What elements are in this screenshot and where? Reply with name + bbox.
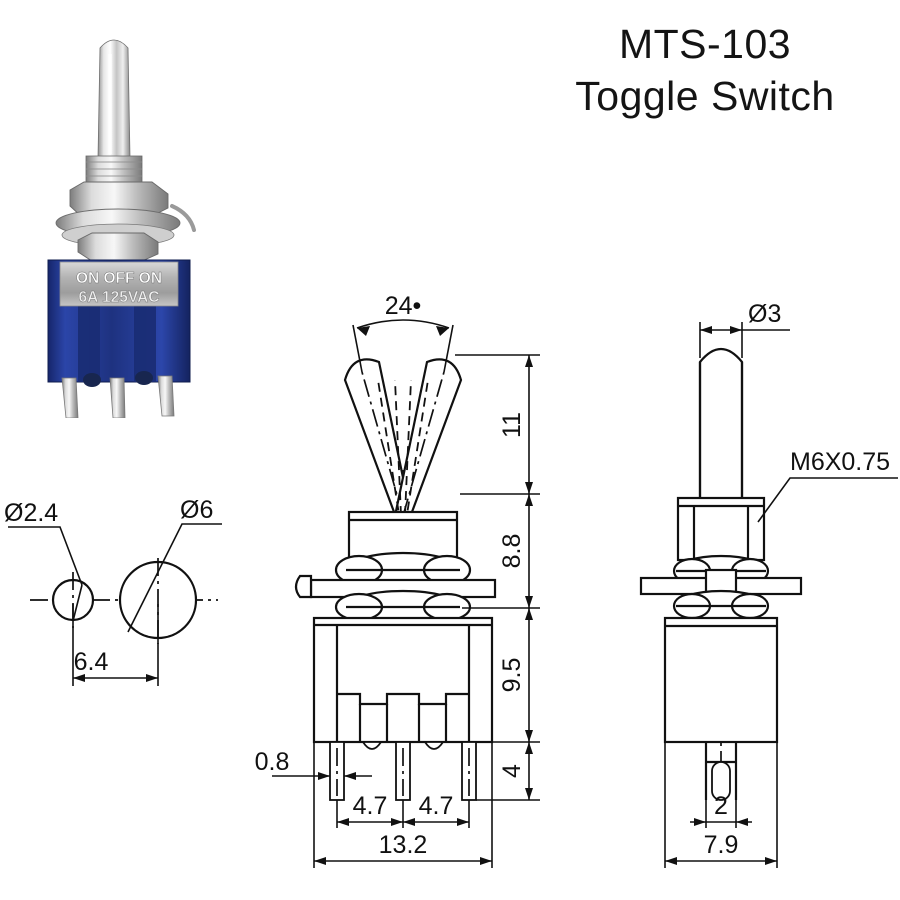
title-line-model: MTS-103 bbox=[618, 21, 792, 67]
view-front-elevation: 24• bbox=[255, 292, 540, 868]
label-center-distance: 6.4 bbox=[74, 648, 109, 676]
arrow-width-right bbox=[480, 857, 492, 865]
arrow-dia3-left bbox=[700, 326, 712, 334]
dim-slot-width: 2 bbox=[690, 792, 752, 828]
arrow-v-5 bbox=[525, 608, 533, 620]
page-title: MTS-103 Toggle Switch bbox=[520, 18, 890, 122]
small-hole-leader bbox=[8, 526, 83, 586]
large-hole-leader bbox=[127, 523, 222, 633]
dim-pin-pitch: 4.7 4.7 bbox=[336, 792, 470, 828]
photo-lower-nut bbox=[77, 232, 159, 262]
dim-toggle-angle: 24• bbox=[352, 292, 454, 373]
notch-right bbox=[423, 741, 445, 750]
arrow-v-3 bbox=[525, 494, 533, 506]
label-body-height: 9.5 bbox=[498, 658, 526, 693]
arrow-pitch-d bbox=[457, 818, 469, 826]
label-pin-length: 4 bbox=[498, 764, 526, 778]
front-switch-body bbox=[312, 616, 494, 744]
arrow-6p4-right bbox=[146, 674, 158, 682]
angle-ext-right bbox=[443, 324, 454, 373]
dim-body-width: 13.2 bbox=[313, 742, 493, 868]
arrow-pitch-a bbox=[337, 818, 349, 826]
angle-arc bbox=[356, 319, 450, 329]
label-small-hole-dia: Ø2.4 bbox=[4, 499, 58, 527]
dim-pin-thickness: 0.8 bbox=[255, 748, 372, 780]
arrow-width-left bbox=[314, 857, 326, 865]
arrow-v-8 bbox=[525, 788, 533, 800]
product-photo-svg: ON OFF ON 6A 125VAC bbox=[47, 39, 196, 419]
title-line-type: Toggle Switch bbox=[575, 73, 835, 119]
side-lever bbox=[698, 347, 744, 502]
photo-lever bbox=[97, 39, 131, 159]
arrow-depth-left bbox=[665, 857, 677, 865]
notch-left bbox=[361, 741, 383, 750]
photo-body: ON OFF ON 6A 125VAC bbox=[47, 259, 191, 383]
arrow-pitch-b bbox=[391, 818, 403, 826]
arrow-v-2 bbox=[525, 482, 533, 494]
arrow-6p4-left bbox=[73, 674, 85, 682]
arrow-pitch-c bbox=[403, 818, 415, 826]
arrow-v-1 bbox=[525, 355, 533, 367]
side-lock-washer bbox=[639, 568, 803, 602]
label-pin-thickness: 0.8 bbox=[255, 748, 290, 776]
arrow-0p8-left bbox=[318, 772, 330, 780]
view-side-elevation: Ø3 M6X0.75 bbox=[639, 300, 898, 868]
dim-vertical-chain: 11 8.8 9.5 4 bbox=[455, 354, 540, 801]
photo-label-rating: 6A 125VAC bbox=[79, 289, 160, 306]
label-body-depth: 7.9 bbox=[704, 831, 739, 859]
front-terminal-pins bbox=[329, 741, 477, 801]
photo-label-on-off-on: ON OFF ON bbox=[76, 270, 162, 287]
label-slot-width: 2 bbox=[714, 792, 728, 820]
small-hole-leader-tail bbox=[72, 584, 83, 622]
label-lever-height: 11 bbox=[498, 412, 526, 438]
view-hole-pattern: Ø2.4 Ø6 6.4 bbox=[4, 496, 222, 686]
arrow-slot-right bbox=[736, 818, 748, 826]
angle-arrow-left bbox=[357, 326, 370, 336]
thread-leader-line bbox=[757, 477, 898, 523]
angle-ext-left bbox=[352, 324, 363, 373]
arrow-v-4 bbox=[525, 596, 533, 608]
side-pin-slot bbox=[711, 761, 731, 801]
label-large-hole-dia: Ø6 bbox=[180, 496, 213, 524]
label-bushing-height: 8.8 bbox=[498, 534, 526, 569]
photo-hex-nut bbox=[69, 181, 169, 218]
side-switch-body bbox=[663, 616, 779, 801]
arrow-v-7 bbox=[525, 742, 533, 754]
label-body-width: 13.2 bbox=[379, 831, 428, 859]
angle-arrow-right bbox=[436, 326, 449, 336]
dim-lever-dia: Ø3 bbox=[699, 300, 790, 358]
label-pin-pitch-left: 4.7 bbox=[353, 792, 388, 820]
arrow-slot-left bbox=[694, 818, 706, 826]
arrow-dia3-right bbox=[730, 326, 742, 334]
arrow-depth-right bbox=[765, 857, 777, 865]
product-photo: ON OFF ON 6A 125VAC bbox=[22, 18, 237, 419]
arrow-v-6 bbox=[525, 730, 533, 742]
leader-thread-spec: M6X0.75 bbox=[757, 448, 898, 523]
label-toggle-angle: 24• bbox=[385, 292, 422, 320]
label-pin-pitch-right: 4.7 bbox=[419, 792, 454, 820]
side-lower-nut bbox=[672, 589, 770, 623]
label-lever-dia: Ø3 bbox=[748, 300, 781, 328]
label-thread-spec: M6X0.75 bbox=[790, 448, 890, 476]
arrow-0p8-right bbox=[344, 772, 356, 780]
dim-body-depth: 7.9 bbox=[664, 742, 778, 868]
side-bushing bbox=[676, 496, 766, 562]
